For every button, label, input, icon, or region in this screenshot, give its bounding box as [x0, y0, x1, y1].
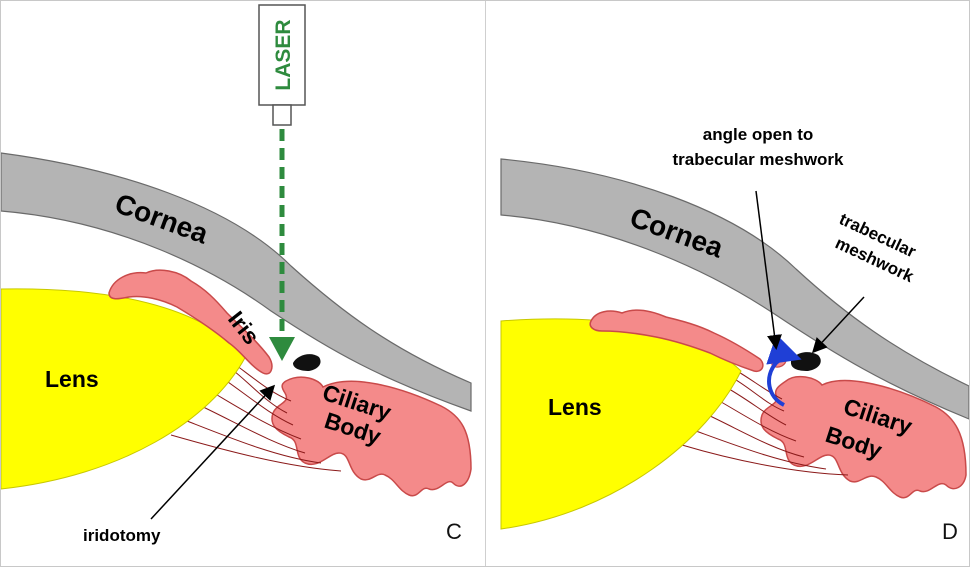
meshwork-shape: [293, 354, 321, 371]
panel-divider: [485, 1, 486, 566]
laser-beam: [269, 129, 295, 361]
ciliary-body-shape: [271, 376, 472, 497]
lens-label: Lens: [45, 366, 99, 392]
angle-label-line1: angle open to: [703, 125, 814, 144]
panel-c-diagram: LASER Cornea Iris Lens Ciliary Body irid…: [1, 4, 472, 545]
iris-shape: [589, 309, 764, 373]
aqueous-flow-arrow: [766, 334, 802, 407]
angle-pointer: [755, 190, 782, 350]
iridotomy-label: iridotomy: [83, 526, 161, 545]
laser-device: LASER: [258, 4, 306, 126]
iridotomy-pointer: [150, 384, 276, 520]
lens-label: Lens: [548, 394, 602, 420]
angle-label-line2: trabecular meshwork: [672, 150, 844, 169]
iris-shape: [108, 269, 273, 375]
panel-letter-d: D: [942, 519, 958, 544]
panel-letter-c: C: [446, 519, 462, 544]
cornea-shape: [500, 158, 969, 420]
zonule-fibers: [681, 362, 849, 476]
cornea-shape: [1, 152, 472, 412]
ciliary-body-shape: [760, 375, 967, 499]
meshwork-shape: [790, 352, 821, 371]
laser-label: LASER: [272, 19, 295, 90]
meshwork-pointer: [811, 296, 865, 354]
panel-d-diagram: angle open to trabecular meshwork trabec…: [500, 125, 969, 544]
panel-d: angle open to trabecular meshwork trabec…: [486, 1, 969, 566]
panel-c: LASER Cornea Iris Lens Ciliary Body irid…: [1, 1, 486, 566]
